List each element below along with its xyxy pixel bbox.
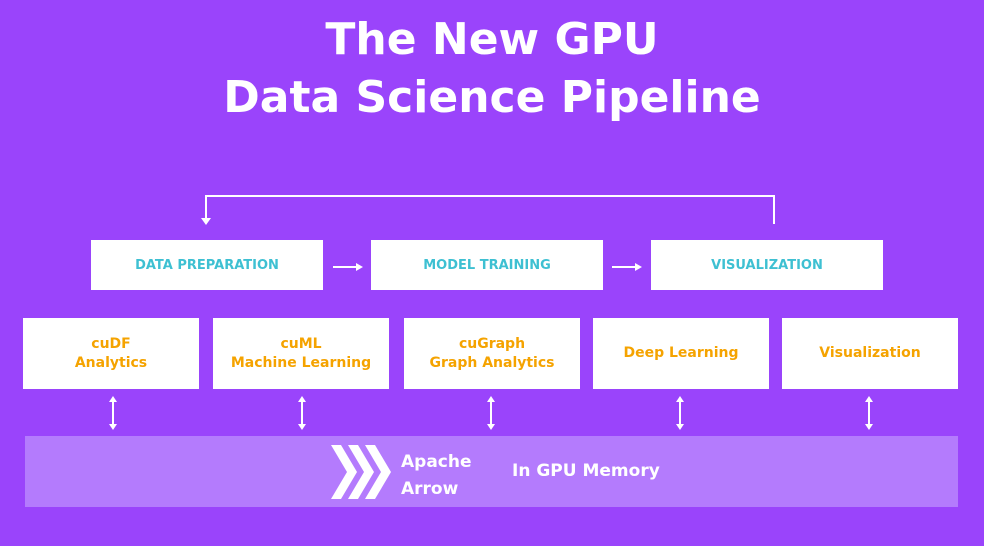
- apache-arrow-chevrons-icon: [331, 445, 391, 499]
- title-line-2: Data Science Pipeline: [223, 72, 761, 123]
- library-name: cuML: [280, 335, 322, 352]
- feedback-loop-arrow: [205, 195, 775, 224]
- stage-data-preparation: DATA PREPARATION: [91, 240, 323, 290]
- logo-line-2: Arrow: [401, 479, 459, 499]
- apache-arrow-logo-text: Apache Arrow: [401, 449, 472, 503]
- title-line-1: The New GPU: [325, 14, 659, 65]
- stage-model-training: MODEL TRAINING: [371, 240, 603, 290]
- library-desc: Graph Analytics: [429, 354, 555, 371]
- logo-line-1: Apache: [401, 452, 472, 472]
- library-name: cuDF: [91, 335, 131, 352]
- memory-label: In GPU Memory: [512, 461, 660, 481]
- library-name: Visualization: [819, 345, 921, 361]
- library-name: Deep Learning: [623, 345, 739, 361]
- gpu-memory-bar: Apache Arrow In GPU Memory: [25, 436, 958, 507]
- library-desc: Analytics: [74, 354, 148, 371]
- library-deep-learning: Deep Learning: [593, 318, 769, 389]
- library-name: cuGraph: [458, 335, 526, 352]
- library-cudf: cuDF Analytics: [23, 318, 199, 389]
- library-visualization: Visualization: [782, 318, 958, 389]
- library-desc: Machine Learning: [230, 354, 372, 371]
- stage-label: DATA PREPARATION: [135, 257, 279, 273]
- stage-label: MODEL TRAINING: [423, 257, 551, 273]
- stage-visualization: VISUALIZATION: [651, 240, 883, 290]
- stage-label: VISUALIZATION: [711, 257, 823, 273]
- library-cuml: cuML Machine Learning: [213, 318, 389, 389]
